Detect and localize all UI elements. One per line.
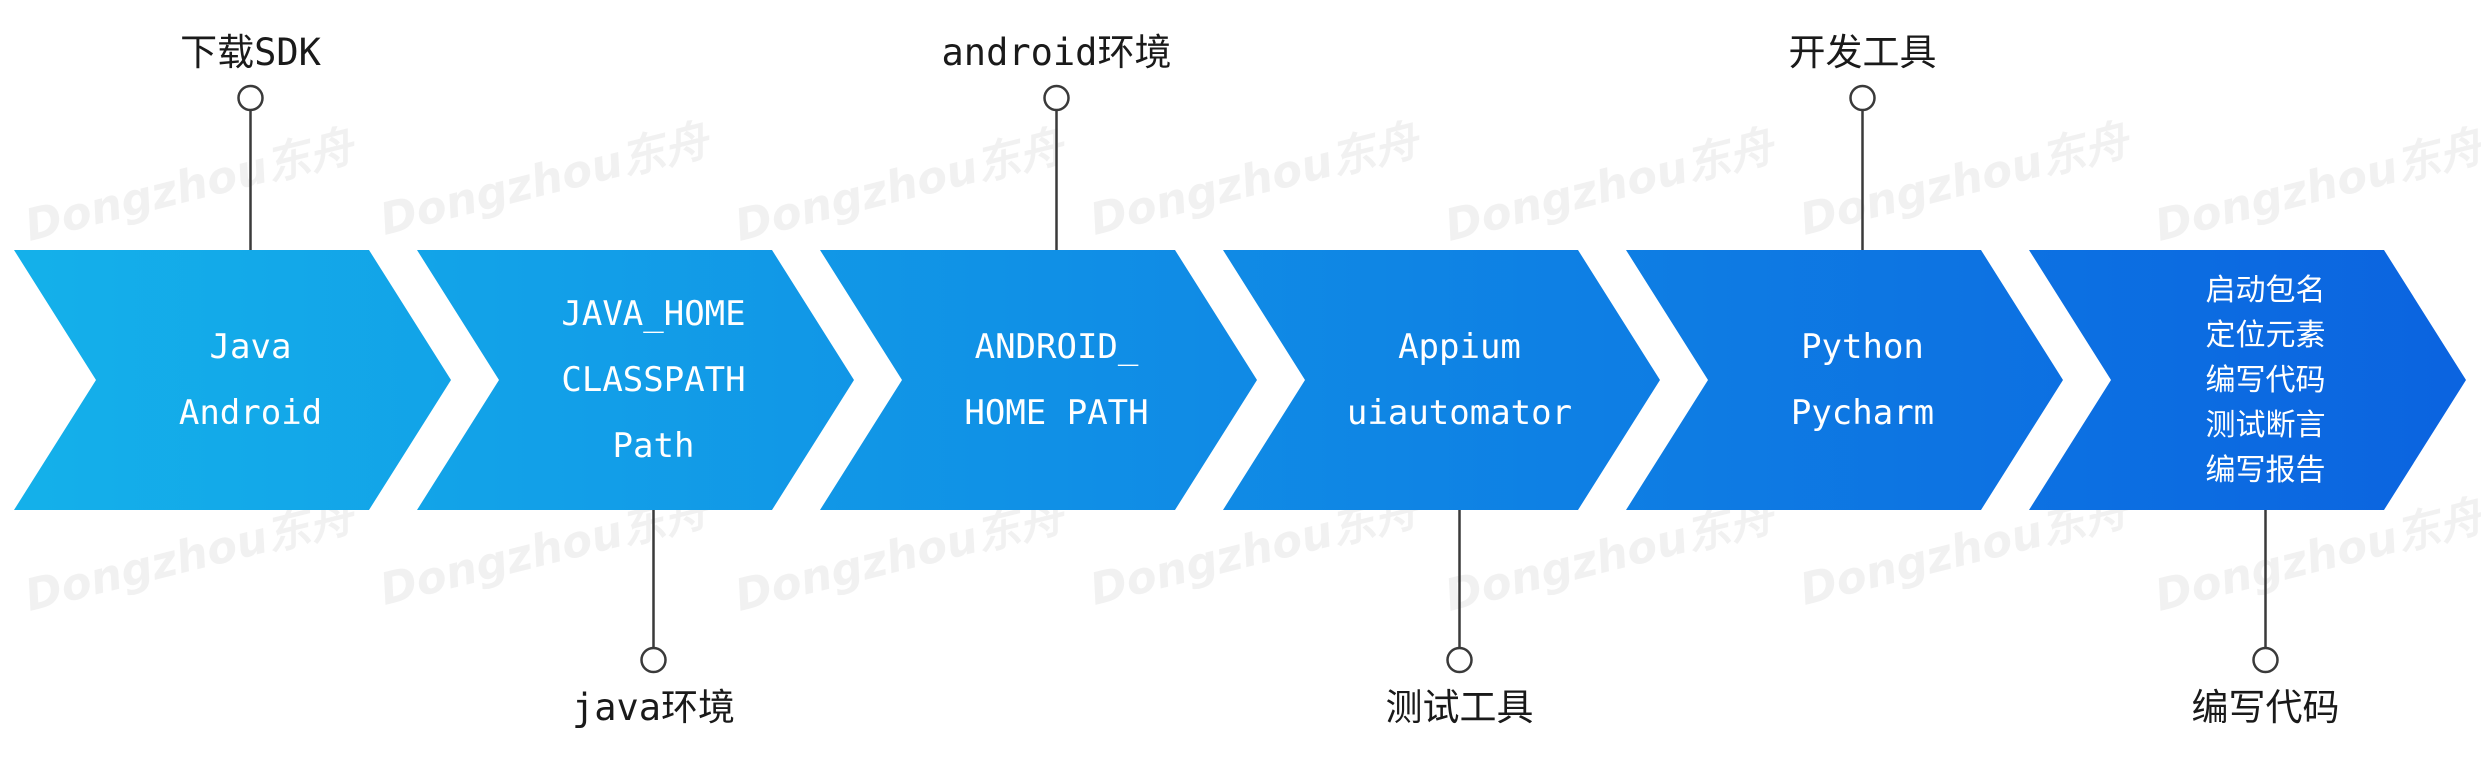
- callout-dot: [2252, 646, 2279, 674]
- chevron-text-6: 启动包名定位元素编写代码测试断言编写报告: [2106, 250, 2426, 510]
- chevron-line: Appium: [1398, 327, 1521, 367]
- chevron-line: JAVA_HOME: [561, 294, 746, 334]
- chevron-line: CLASSPATH: [561, 360, 746, 400]
- callout-label-top: android环境: [941, 31, 1172, 74]
- chevron-line: Pycharm: [1790, 393, 1935, 433]
- callout-dot: [1446, 646, 1473, 674]
- chevron-step-1: [14, 250, 451, 510]
- callout-dot: [640, 646, 667, 674]
- chevron-line: uiautomator: [1346, 393, 1573, 433]
- chevron-line: 启动包名: [2205, 272, 2326, 308]
- chevron-step-4: [1223, 250, 1660, 510]
- chevron-line: 定位元素: [2205, 317, 2326, 353]
- chevron-line: Python: [1801, 327, 1924, 367]
- chevron-line: 测试断言: [2205, 407, 2326, 443]
- callout-dot: [237, 84, 264, 112]
- callout-dot: [1849, 84, 1876, 112]
- chevron-step-6: [2029, 250, 2466, 510]
- callout-label-top: 开发工具: [1788, 31, 1937, 74]
- chevron-step-5: [1626, 250, 2063, 510]
- chevron-line: 编写代码: [2205, 362, 2326, 398]
- callout-label-top: 下载SDK: [180, 31, 321, 74]
- callout-label-bottom: java环境: [571, 686, 736, 729]
- callout-dot: [1043, 84, 1070, 112]
- chevron-text-2: JAVA_HOME CLASSPATH Path: [494, 250, 814, 510]
- chevron-line: Path: [612, 426, 695, 466]
- callout-label-bottom: 编写代码: [2191, 686, 2340, 729]
- chevron-text-4: Appium uiautomator: [1300, 250, 1620, 510]
- chevron-line: ANDROID_: [974, 327, 1139, 367]
- chevron-text-3: ANDROID_ HOME PATH: [897, 250, 1217, 510]
- chevron-step-2: [417, 250, 854, 510]
- chevron-line: 编写报告: [2205, 452, 2326, 488]
- chevron-step-3: [820, 250, 1257, 510]
- chevron-line: HOME PATH: [964, 393, 1149, 433]
- chevron-line: Java: [209, 327, 292, 367]
- callout-label-bottom: 测试工具: [1385, 686, 1534, 729]
- chevron-line: Android: [178, 393, 323, 433]
